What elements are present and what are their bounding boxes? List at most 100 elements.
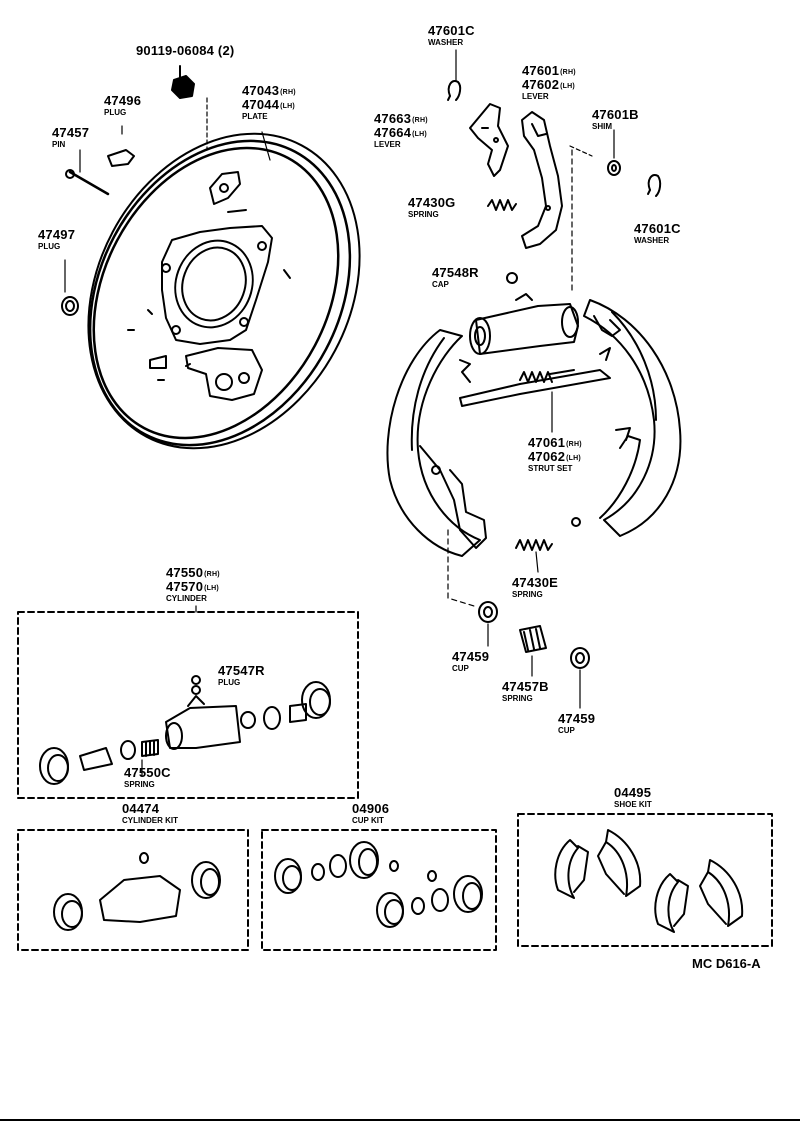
shim-drawing xyxy=(607,160,621,176)
cap-name: CAP xyxy=(432,280,449,289)
cylinder-box xyxy=(17,611,359,799)
spring-c-number: 47550C xyxy=(124,765,171,780)
plug-497-drawing xyxy=(61,296,79,316)
label-cap: 47548R xyxy=(432,266,479,280)
pin-name: PIN xyxy=(52,140,66,149)
left-shoe-drawing xyxy=(386,329,487,557)
label-lever-main-lh: 47602(LH) xyxy=(522,78,575,94)
plug-547-name: PLUG xyxy=(218,678,241,687)
bolt-number: 90119-06084 (2) xyxy=(136,43,235,58)
plate-number-rh: 47043 xyxy=(242,83,280,98)
strut-drawing xyxy=(459,369,611,407)
label-spring-e: 47430E xyxy=(512,576,558,590)
label-shim: 47601B xyxy=(592,108,639,122)
spring-c-name: SPRING xyxy=(124,780,155,789)
label-plug-547: 47547R xyxy=(218,664,265,678)
backing-plate-drawing xyxy=(87,132,361,450)
washer-right-drawing xyxy=(647,174,662,197)
cylinder-suffix-rh: (RH) xyxy=(204,571,220,578)
label-cup-left: 47459 xyxy=(452,650,489,664)
plug-496-drawing xyxy=(107,149,135,167)
label-strut-rh: 47061(RH) xyxy=(528,436,582,452)
cup-kit-name: CUP KIT xyxy=(352,816,384,825)
lever-main-number-lh: 47602 xyxy=(522,77,560,92)
cylinder-name: CYLINDER xyxy=(166,594,207,603)
lever-small-number-lh: 47664 xyxy=(374,125,412,140)
plate-number-lh: 47044 xyxy=(242,97,280,112)
label-spring-c: 47550C xyxy=(124,766,171,780)
pin-number: 47457 xyxy=(52,125,90,140)
lever-main-suffix-lh: (LH) xyxy=(560,83,575,90)
label-plate-rh: 47043(RH) xyxy=(242,84,296,100)
label-cup-right: 47459 xyxy=(558,712,595,726)
shoe-kit-box xyxy=(517,813,773,947)
strut-name: STRUT SET xyxy=(528,464,573,473)
shim-name: SHIM xyxy=(592,122,612,131)
cylinder-kit-box xyxy=(17,829,249,951)
cup-left-drawing xyxy=(478,601,498,623)
spring-b-name: SPRING xyxy=(502,694,533,703)
shoe-kit-name: SHOE KIT xyxy=(614,800,652,809)
lever-main-name: LEVER xyxy=(522,92,549,101)
lever-small-drawing xyxy=(469,103,509,177)
spring-e-name: SPRING xyxy=(512,590,543,599)
cap-drawing xyxy=(506,272,518,284)
shim-number: 47601B xyxy=(592,107,639,122)
cup-right-name: CUP xyxy=(558,726,575,735)
wheel-cylinder-drawing xyxy=(469,293,579,355)
plate-suffix-rh: (RH) xyxy=(280,89,296,96)
lever-main-suffix-rh: (RH) xyxy=(560,69,576,76)
shoe-kit-number: 04495 xyxy=(614,785,652,800)
strut-suffix-lh: (LH) xyxy=(566,455,581,462)
plate-name: PLATE xyxy=(242,112,268,121)
lever-main-number-rh: 47601 xyxy=(522,63,560,78)
diagram-reference: MC D616-A xyxy=(692,956,761,971)
label-lever-small-lh: 47664(LH) xyxy=(374,126,427,142)
label-spring-g: 47430G xyxy=(408,196,455,210)
cup-left-number: 47459 xyxy=(452,649,490,664)
lever-small-number-rh: 47663 xyxy=(374,111,412,126)
cap-number: 47548R xyxy=(432,265,479,280)
label-strut-lh: 47062(LH) xyxy=(528,450,581,466)
label-plug-497: 47497 xyxy=(38,228,75,242)
cup-right-drawing xyxy=(570,647,590,669)
spring-g-name: SPRING xyxy=(408,210,439,219)
lever-small-name: LEVER xyxy=(374,140,401,149)
lever-small-suffix-lh: (LH) xyxy=(412,131,427,138)
label-pin: 47457 xyxy=(52,126,89,140)
cylinder-suffix-lh: (LH) xyxy=(204,585,219,592)
label-shoe-kit: 04495 xyxy=(614,786,651,800)
label-plug-496: 47496 xyxy=(104,94,141,108)
label-plate-lh: 47044(LH) xyxy=(242,98,295,114)
spring-e-number: 47430E xyxy=(512,575,559,590)
cylinder-kit-drawing xyxy=(53,852,221,931)
label-cylinder-rh: 47550(RH) xyxy=(166,566,220,582)
washer-top-drawing xyxy=(447,80,462,101)
plate-suffix-lh: (LH) xyxy=(280,103,295,110)
label-washer-right: 47601C xyxy=(634,222,681,236)
cup-left-name: CUP xyxy=(452,664,469,673)
right-shoe-drawing xyxy=(571,299,682,537)
plug-496-number: 47496 xyxy=(104,93,142,108)
lever-small-suffix-rh: (RH) xyxy=(412,117,428,124)
label-cup-kit: 04906 xyxy=(352,802,389,816)
label-cylinder-lh: 47570(LH) xyxy=(166,580,219,596)
lever-main-drawing xyxy=(521,111,563,249)
cylinder-kit-number: 04474 xyxy=(122,801,160,816)
spring-g-number: 47430G xyxy=(408,195,456,210)
bolt-drawing xyxy=(171,65,195,99)
plug-497-name: PLUG xyxy=(38,242,61,251)
washer-right-number: 47601C xyxy=(634,221,681,236)
pin-drawing xyxy=(65,169,110,196)
label-lever-main-rh: 47601(RH) xyxy=(522,64,576,80)
spring-e-drawing xyxy=(515,539,553,551)
strut-suffix-rh: (RH) xyxy=(566,441,582,448)
washer-right-name: WASHER xyxy=(634,236,670,245)
plug-496-name: PLUG xyxy=(104,108,127,117)
spring-b-drawing xyxy=(519,625,547,653)
cup-kit-number: 04906 xyxy=(352,801,390,816)
label-cylinder-kit: 04474 xyxy=(122,802,159,816)
label-lever-small-rh: 47663(RH) xyxy=(374,112,428,128)
washer-top-number: 47601C xyxy=(428,23,475,38)
